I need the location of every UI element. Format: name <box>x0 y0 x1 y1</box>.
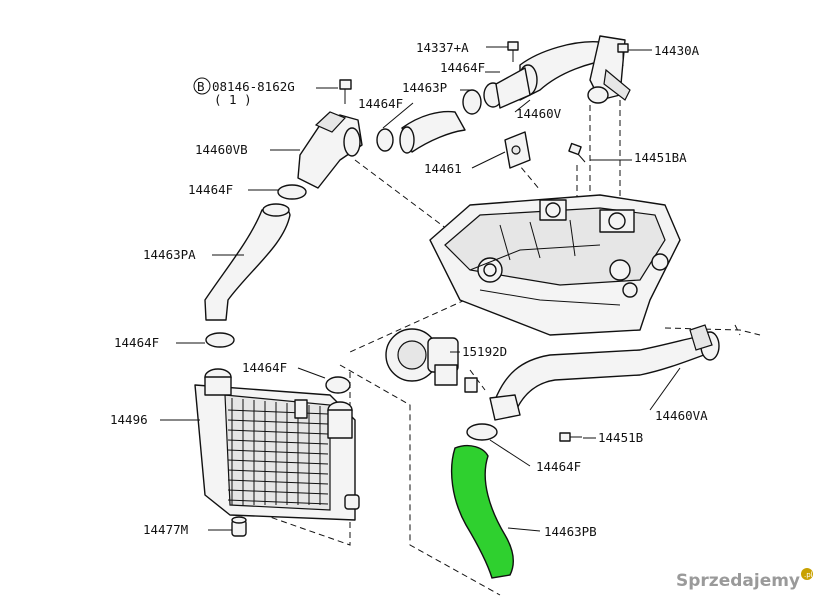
label-14451B: 14451B <box>598 430 643 445</box>
bolt-14451B <box>559 432 582 442</box>
bolt-14430A <box>617 43 629 66</box>
engine-cylinder-head <box>429 194 681 336</box>
intercooler-fin-horizontal <box>227 459 329 465</box>
label-14430A: 14430A <box>654 43 700 58</box>
clamp-14464F-c <box>277 184 307 200</box>
label-14460V: 14460V <box>516 106 562 121</box>
label-14464F-c: 14464F <box>188 182 233 197</box>
pipe-14460VA <box>489 324 720 421</box>
intercooler-fin-horizontal <box>227 499 329 505</box>
intercooler-fin-horizontal <box>227 489 329 495</box>
intercooler-14496 <box>194 368 356 521</box>
leader-lines <box>160 46 681 532</box>
clamp-14464F-e <box>325 376 351 394</box>
watermark-dot-icon <box>801 568 813 580</box>
intercooler-fin-horizontal <box>227 449 329 455</box>
watermark-text: Sprzedajemy <box>676 571 800 591</box>
bolt-14337 <box>507 41 519 62</box>
b-badge-icon <box>193 77 211 95</box>
intercooler-fin-horizontal <box>227 439 329 445</box>
clamp-14464F-f <box>466 423 498 441</box>
intercooler-fin-horizontal <box>227 409 329 415</box>
label-14496: 14496 <box>110 412 148 427</box>
highlighted-hose-14463PB <box>450 444 514 579</box>
label-14464F-e: 14464F <box>242 360 287 375</box>
watermark-suffix: .pl <box>804 571 813 579</box>
hose-14463P <box>399 110 466 154</box>
bolt-08146 <box>339 79 352 104</box>
intercooler-fin-horizontal <box>227 469 329 475</box>
assembly-lines <box>249 100 761 596</box>
label-14477M: 14477M <box>143 522 188 537</box>
label-08146-qty: ( 1 ) <box>214 92 252 107</box>
turbo-outlet-pipe <box>483 35 631 109</box>
mount-right <box>344 494 360 510</box>
label-14464F-a: 14464F <box>440 60 485 75</box>
label-14464F-d: 14464F <box>114 335 159 350</box>
label-14463P: 14463P <box>402 80 447 95</box>
mount-14477M <box>231 516 247 537</box>
label-14461: 14461 <box>424 161 462 176</box>
intercooler-fin-horizontal <box>227 479 329 485</box>
part-labels: 14337+A 14430A 14464F B 08146-8162G ( 1 … <box>110 40 708 539</box>
label-14464F-f: 14464F <box>536 459 581 474</box>
bolt-14451BA <box>568 142 586 163</box>
component-15192D <box>385 328 478 393</box>
label-14464F-b: 14464F <box>358 96 403 111</box>
label-b-badge: B <box>197 79 205 94</box>
label-14460VB: 14460VB <box>195 142 248 157</box>
intercooler-fin-horizontal <box>227 429 329 435</box>
label-14463PA: 14463PA <box>143 247 196 262</box>
label-08146-8162G: 08146-8162G <box>212 79 295 94</box>
clamp-upper-14464F <box>376 89 482 152</box>
label-14337A: 14337+A <box>416 40 469 55</box>
hose-14463PA <box>204 203 291 321</box>
label-14451BA: 14451BA <box>634 150 687 165</box>
intercooler-fin-horizontal <box>227 419 329 425</box>
label-14460VA: 14460VA <box>655 408 708 423</box>
clamp-14464F-d <box>205 332 235 348</box>
bracket-14461 <box>504 131 531 169</box>
label-15192D: 15192D <box>462 344 507 359</box>
pipe-14460VB <box>297 111 363 189</box>
watermark: Sprzedajemy .pl <box>676 568 813 591</box>
label-14463PB: 14463PB <box>544 524 597 539</box>
